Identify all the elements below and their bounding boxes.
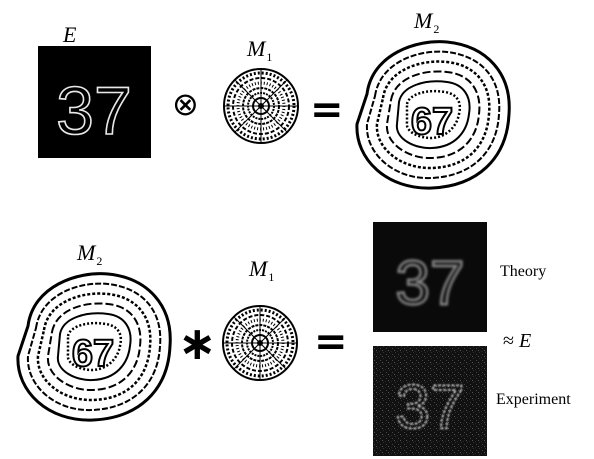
mask2-label-top: M2 — [414, 8, 440, 37]
svg-text:67: 67 — [411, 101, 453, 143]
encrypted-image-panel: 37 — [38, 46, 151, 158]
approx-equal-label: ≈ E — [503, 331, 531, 351]
mask2-pattern-top: 67 — [347, 34, 517, 194]
mask1-label-sub: 1 — [266, 50, 273, 64]
equals-sign-top: = — [310, 87, 344, 133]
mask2-pattern-bottom: 67 — [8, 266, 178, 426]
svg-text:67: 67 — [72, 333, 114, 375]
mask1-label-bottom: M1 — [249, 256, 275, 285]
mask2-label-base: M — [414, 8, 433, 33]
encrypted-image-digits: 37 — [56, 73, 132, 149]
approx-symbol: ≈ — [503, 330, 514, 352]
experiment-result-image: 37 — [373, 346, 487, 456]
convolution-operator: ⊗ — [172, 85, 199, 123]
mask1-label-sub: 1 — [268, 270, 275, 284]
experiment-caption: Experiment — [496, 391, 571, 408]
correlation-operator: ∗ — [178, 316, 217, 370]
mask1-label-base: M — [247, 36, 266, 61]
approx-variable: E — [518, 330, 532, 352]
equals-sign-bottom: = — [314, 319, 348, 365]
experiment-result-digits: 37 — [396, 373, 465, 442]
mask2-label-sub: 2 — [96, 254, 103, 268]
mask2-label-sub: 2 — [433, 22, 440, 36]
theory-result-image: 37 — [373, 222, 487, 332]
mask2-label-bottom: M2 — [77, 240, 103, 269]
mask1-pattern-bottom — [221, 304, 299, 382]
encrypted-image-label: E — [63, 22, 77, 47]
mask1-pattern-top — [222, 67, 300, 145]
theory-caption: Theory — [500, 263, 547, 280]
theory-result-digits: 37 — [396, 249, 465, 318]
mask1-label-top: M1 — [247, 36, 273, 65]
mask2-label-base: M — [77, 240, 96, 265]
mask1-label-base: M — [249, 256, 268, 281]
